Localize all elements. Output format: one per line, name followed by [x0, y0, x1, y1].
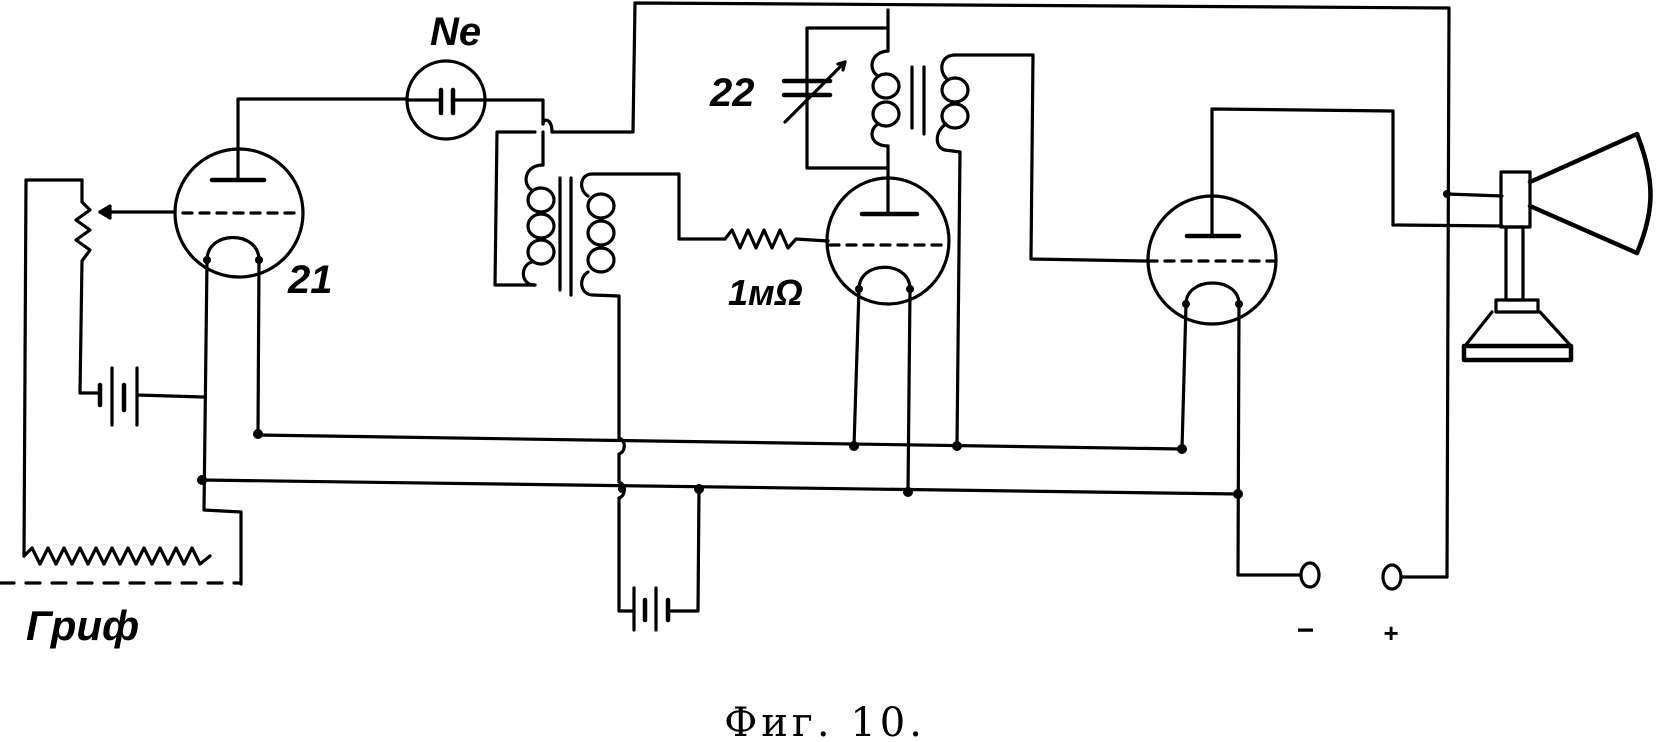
loudspeaker-horn: [1443, 131, 1653, 363]
filament-bus-upper: [255, 431, 1184, 451]
tube-1-label: 21: [287, 258, 333, 302]
wire-filament-1-right: [256, 258, 261, 435]
resistor-label: 1мΩ: [728, 272, 803, 313]
wiper-arrow-icon: [98, 204, 112, 220]
fingerboard-label: Гриф: [26, 602, 139, 649]
terminal-minus: [1299, 561, 1321, 589]
capacitor-label: 22: [709, 71, 755, 115]
terminal-plus-label: +: [1383, 618, 1398, 648]
anode-battery: [632, 487, 701, 632]
filament-bus-lower: [200, 478, 1240, 496]
variable-capacitor: [781, 26, 890, 170]
fingerboard-resistance: [0, 178, 243, 585]
transformer-2: [870, 8, 1148, 448]
neon-lamp-label: Ne: [430, 10, 481, 54]
terminal-plus: [1381, 563, 1403, 591]
potentiometer: [24, 178, 102, 395]
transformer-1: [483, 1, 1451, 613]
vacuum-tube-2: [825, 176, 951, 494]
grid-bias-battery: [97, 366, 205, 427]
vacuum-tube-3: [1146, 107, 1504, 577]
figure-caption: Фиг. 10.: [724, 700, 926, 742]
wire-filament-1-left: [202, 258, 243, 586]
neon-lamp: [405, 59, 487, 141]
grid-resistor: [723, 228, 830, 250]
terminal-minus-label: −: [1296, 614, 1314, 647]
wire-plate-1: [236, 97, 409, 182]
